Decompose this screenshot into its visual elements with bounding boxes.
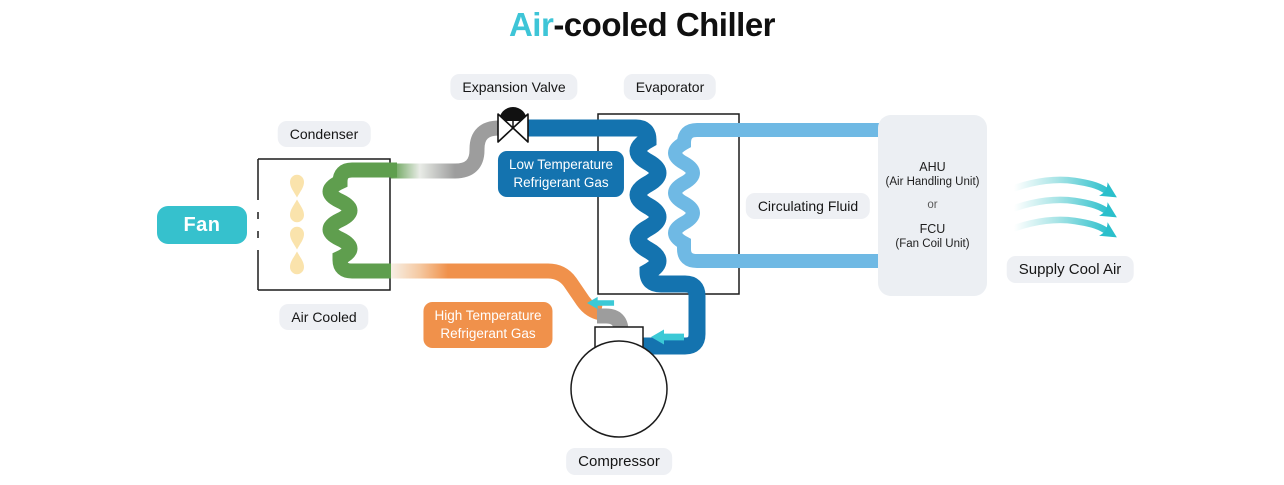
condenser-box	[257, 158, 391, 291]
high-temp-line2: Refrigerant Gas	[440, 325, 536, 341]
low-temp-line2: Refrigerant Gas	[513, 174, 609, 190]
fcu-abbr: FCU	[919, 221, 946, 236]
ahu-full-name: (Air Handling Unit)	[885, 176, 980, 189]
pipe-high-temp-refrigerant	[391, 263, 603, 321]
pipe-circulating-fluid	[668, 123, 882, 268]
label-air-cooled: Air Cooled	[279, 304, 369, 330]
supply-air-wave-arrow-icon	[1011, 176, 1117, 238]
high-temp-line1: High Temperature	[434, 308, 542, 323]
condenser-coil	[322, 162, 397, 279]
label-supply-cool-air: Supply Cool Air	[1006, 256, 1134, 283]
air-droplet-icon	[290, 174, 304, 275]
title-accent: Air	[508, 6, 554, 43]
pipe-condenser-to-valve	[391, 120, 501, 179]
valve-bowtie-icon	[497, 107, 529, 143]
high-temp-refrigerant-badge: High Temperature Refrigerant Gas	[423, 302, 553, 348]
ahu-abbr: AHU	[919, 159, 946, 174]
label-circulating-fluid: Circulating Fluid	[745, 193, 871, 219]
label-expansion-valve: Expansion Valve	[450, 74, 578, 100]
fan-label-box: Fan	[157, 206, 247, 244]
low-temp-refrigerant-badge: Low Temperature Refrigerant Gas	[497, 151, 625, 197]
ahu-or: or	[927, 199, 938, 212]
evaporator-box	[597, 113, 740, 295]
label-evaporator: Evaporator	[623, 74, 717, 100]
ahu-fcu-unit-box: AHU (Air Handling Unit) or FCU (Fan Coil…	[878, 115, 987, 296]
label-condenser: Condenser	[277, 121, 371, 147]
pipe-low-temp-refrigerant	[527, 119, 706, 355]
fcu-full-name: (Fan Coil Unit)	[895, 238, 970, 251]
label-compressor: Compressor	[566, 448, 672, 475]
compressor-shape	[570, 326, 668, 438]
low-temp-line1: Low Temperature	[508, 157, 614, 172]
page-title: Air-cooled Chiller	[0, 6, 1284, 44]
title-rest: -cooled Chiller	[553, 6, 776, 43]
